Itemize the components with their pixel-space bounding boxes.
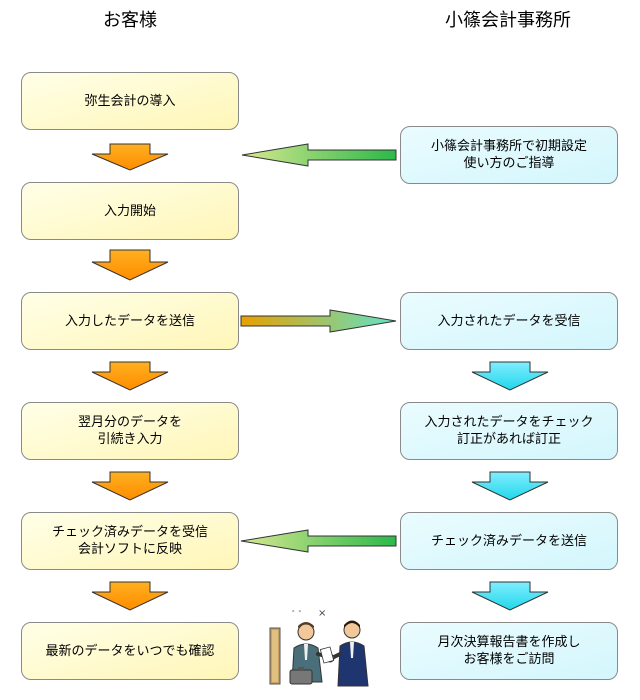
svg-text:ﾞ ﾞ: ﾞ ﾞ bbox=[292, 610, 303, 621]
left-step-5: チェック済みデータを受信 会計ソフトに反映 bbox=[21, 512, 239, 570]
arrow-to-left-2 bbox=[240, 529, 397, 553]
left-column-title: お客様 bbox=[103, 10, 157, 31]
right-step-3-label: 入力されたデータをチェック 訂正があれば訂正 bbox=[424, 415, 594, 447]
left-step-5-label: チェック済みデータを受信 会計ソフトに反映 bbox=[51, 525, 208, 557]
right-column-title: 小篠会計事務所 bbox=[445, 10, 571, 31]
right-step-5: 月次決算報告書を作成し お客様をご訪問 bbox=[400, 622, 618, 680]
down-arrow-left-1 bbox=[91, 143, 169, 171]
right-step-4: チェック済みデータを送信 bbox=[400, 512, 618, 570]
left-step-1-label: 弥生会計の導入 bbox=[84, 93, 176, 109]
down-arrow-right-1 bbox=[471, 361, 549, 391]
left-step-6-label: 最新のデータをいつでも確認 bbox=[45, 643, 215, 659]
left-step-4-label: 翌月分のデータを 引続き入力 bbox=[77, 415, 182, 447]
down-arrow-left-4 bbox=[91, 471, 169, 501]
left-down-arrows bbox=[91, 143, 169, 611]
right-step-4-label: チェック済みデータを送信 bbox=[430, 533, 587, 549]
down-arrow-left-2 bbox=[91, 249, 169, 281]
right-down-arrows bbox=[471, 361, 549, 611]
left-step-1: 弥生会計の導入 bbox=[21, 72, 239, 130]
right-step-1: 小篠会計事務所で初期設定 使い方のご指導 bbox=[400, 126, 618, 184]
business-people-handshake-icon: ﾞ ﾞ × bbox=[269, 608, 369, 687]
down-arrow-left-3 bbox=[91, 361, 169, 391]
down-arrow-right-3 bbox=[471, 581, 549, 611]
arrow-to-right bbox=[240, 309, 397, 333]
left-step-3-label: 入力したデータを送信 bbox=[64, 313, 195, 329]
svg-text:×: × bbox=[318, 608, 326, 619]
left-step-6: 最新のデータをいつでも確認 bbox=[21, 622, 239, 680]
down-arrow-right-2 bbox=[471, 471, 549, 501]
left-step-4: 翌月分のデータを 引続き入力 bbox=[21, 402, 239, 460]
down-arrow-left-5 bbox=[91, 581, 169, 611]
right-step-1-label: 小篠会計事務所で初期設定 使い方のご指導 bbox=[430, 139, 587, 171]
left-step-2: 入力開始 bbox=[21, 182, 239, 240]
right-step-5-label: 月次決算報告書を作成し お客様をご訪問 bbox=[437, 635, 581, 667]
right-step-3: 入力されたデータをチェック 訂正があれば訂正 bbox=[400, 402, 618, 460]
arrow-to-left-1 bbox=[241, 143, 397, 167]
left-step-2-label: 入力開始 bbox=[103, 203, 156, 219]
left-step-3: 入力したデータを送信 bbox=[21, 292, 239, 350]
right-step-2-label: 入力されたデータを受信 bbox=[437, 313, 581, 329]
right-step-2: 入力されたデータを受信 bbox=[400, 292, 618, 350]
